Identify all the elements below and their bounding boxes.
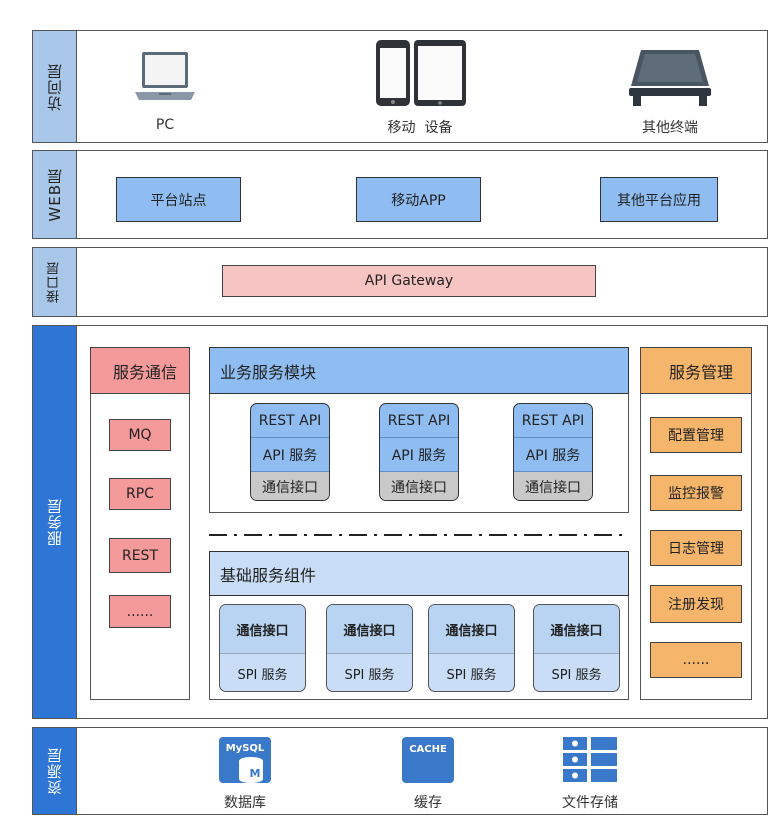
api-service-label: API 服务	[251, 438, 329, 472]
comm-interface-label: 通信接口	[380, 472, 458, 500]
comm-interface-label: 通信接口	[534, 605, 619, 654]
spi-service-label: SPI 服务	[237, 668, 288, 683]
resource-layer-title: 资源层	[46, 747, 64, 795]
rest-api-label: REST API	[514, 404, 592, 438]
laptop-icon	[133, 48, 197, 108]
api-service-label: API 服务	[380, 438, 458, 472]
spi-service-label: SPI 服务	[344, 668, 395, 683]
comm-item-rpc: RPC	[109, 478, 171, 510]
business-module-1: REST API API 服务 通信接口	[250, 403, 330, 501]
mobile-devices-icon	[374, 38, 468, 108]
file-storage-label: 文件存储	[562, 795, 618, 811]
comm-item-mq: MQ	[109, 419, 171, 451]
rest-api-label: REST API	[251, 404, 329, 438]
base-component-2: 通信接口 SPI 服务	[326, 604, 413, 692]
service-comm-title: 服务通信	[90, 347, 190, 394]
web-layer-title: WEB层	[46, 167, 64, 222]
interface-layer-label: 接口层	[33, 248, 77, 316]
resource-layer-label: 资源层	[33, 728, 77, 814]
comm-item-rest: REST	[109, 538, 171, 573]
mobile-devices-label: 移动 设备	[387, 120, 453, 136]
web-other-platform-app: 其他平台应用	[600, 177, 718, 222]
api-gateway: API Gateway	[222, 265, 596, 297]
spi-service-label: SPI 服务	[446, 668, 497, 683]
svg-text:MySQL: MySQL	[226, 743, 265, 754]
web-mobile-app: 移动APP	[356, 177, 481, 222]
interface-layer-title: 接口层	[47, 261, 62, 303]
web-platform-site: 平台站点	[116, 177, 241, 222]
service-management-panel	[640, 347, 752, 700]
terminal-icon	[627, 46, 713, 108]
access-layer-title: 访问层	[46, 62, 64, 111]
access-layer-label: 访问层	[33, 31, 77, 142]
module-separator	[209, 524, 629, 536]
service-comm-panel	[90, 347, 190, 700]
business-module-3: REST API API 服务 通信接口	[513, 403, 593, 501]
terminal-label: 其他终端	[642, 120, 698, 136]
comm-interface-label: 通信接口	[514, 472, 592, 500]
pc-label: PC	[155, 117, 175, 133]
service-layer-label: 服务层	[33, 326, 77, 718]
rest-api-label: REST API	[380, 404, 458, 438]
comm-item-more: ......	[109, 595, 171, 628]
base-component-4: 通信接口 SPI 服务	[533, 604, 620, 692]
base-component-1: 通信接口 SPI 服务	[219, 604, 306, 692]
svg-text:M: M	[250, 767, 261, 780]
comm-interface-label: 通信接口	[429, 605, 514, 654]
cache-label: 缓存	[414, 795, 442, 811]
svg-text:CACHE: CACHE	[409, 744, 447, 755]
comm-interface-label: 通信接口	[220, 605, 305, 654]
api-service-label: API 服务	[514, 438, 592, 472]
spi-service-label: SPI 服务	[551, 668, 602, 683]
database-label: 数据库	[224, 795, 266, 811]
web-layer-label: WEB层	[33, 151, 77, 238]
mgmt-config: 配置管理	[650, 417, 742, 453]
mgmt-monitor: 监控报警	[650, 475, 742, 511]
base-component-3: 通信接口 SPI 服务	[428, 604, 515, 692]
mgmt-more: ......	[650, 642, 742, 678]
cache-icon: CACHE	[402, 737, 454, 783]
base-components-title: 基础服务组件	[209, 551, 629, 596]
mgmt-discovery: 注册发现	[650, 585, 742, 623]
business-module-2: REST API API 服务 通信接口	[379, 403, 459, 501]
service-management-title: 服务管理	[640, 347, 752, 394]
mysql-database-icon: MySQL M	[219, 737, 271, 783]
business-module-title: 业务服务模块	[209, 347, 629, 394]
file-storage-icon	[563, 737, 617, 783]
comm-interface-label: 通信接口	[327, 605, 412, 654]
comm-interface-label: 通信接口	[251, 472, 329, 500]
mgmt-log: 日志管理	[650, 530, 742, 566]
service-layer-title: 服务层	[46, 498, 64, 546]
resource-layer: 资源层	[32, 727, 768, 815]
